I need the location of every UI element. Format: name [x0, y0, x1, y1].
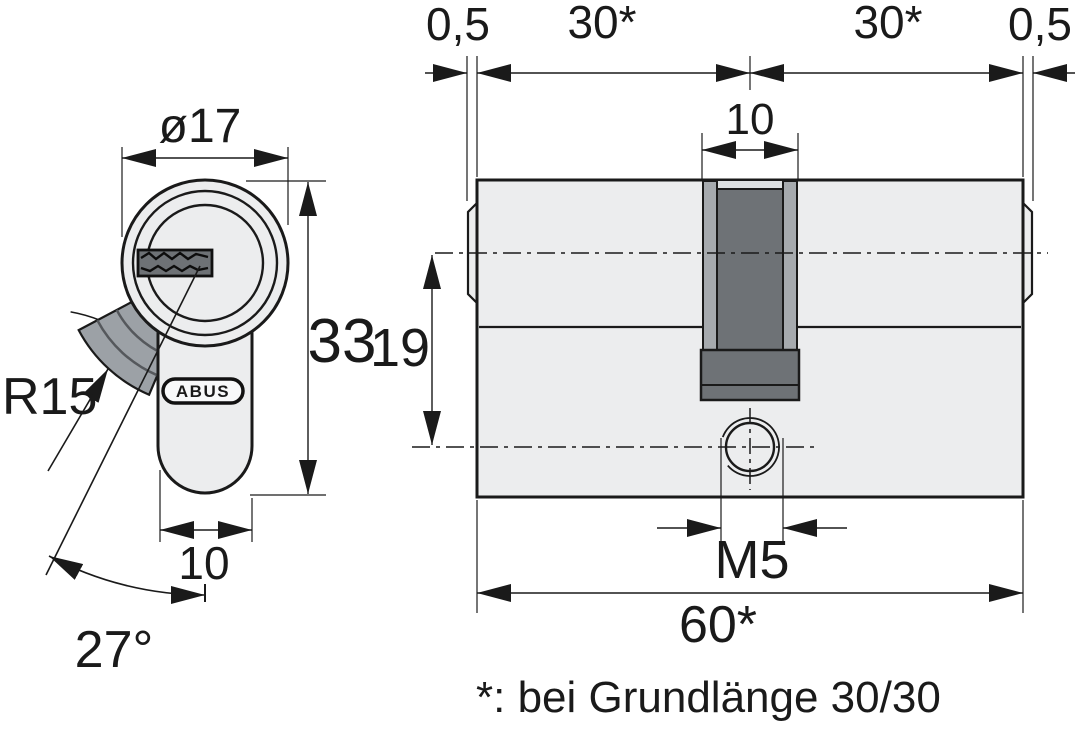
- cam-front-stripe-outer: [96, 319, 158, 377]
- angle-arc: [48, 555, 206, 604]
- dim-label-m5: M5: [714, 530, 789, 590]
- dim-label-60: 60*: [679, 596, 757, 654]
- radius-line: [45, 265, 201, 576]
- dim-label-half-right: 30*: [853, 0, 922, 48]
- dim-label-protrusion-left: 0,5: [426, 0, 490, 50]
- abus-logo-text: ABUS: [176, 382, 230, 401]
- dim-label-r15: R15: [2, 368, 97, 426]
- abus-logo-plate: [161, 377, 245, 405]
- cam-bar: [699, 348, 801, 402]
- dim-label-foot-width: 10: [178, 537, 229, 589]
- dim-label-19: 19: [370, 318, 430, 378]
- dim-label-protrusion-right: 0,5: [1008, 0, 1072, 50]
- dim-label-cam-width: 10: [726, 95, 775, 144]
- r15-leader-arrow: [47, 368, 109, 472]
- dim-label-diameter: ø17: [159, 100, 242, 153]
- cam-slot-cheek-right: [782, 180, 798, 351]
- cam-slot-cheek-left: [702, 180, 718, 351]
- side-view: 0,5 30* 30* 0,5 10 19 M5 60*: [370, 0, 1075, 654]
- dim-label-33: 33: [308, 307, 377, 376]
- dim-label-27deg: 27°: [75, 621, 154, 679]
- m5-thread-arc: [721, 417, 780, 477]
- face-ring-circle: [131, 189, 279, 337]
- footnote-text: *: bei Grundlänge 30/30: [476, 673, 941, 722]
- key-serration-bottom: [140, 264, 209, 273]
- dim-label-half-left: 30*: [567, 0, 636, 48]
- cam-slot-core: [716, 188, 784, 353]
- key-serration-top: [140, 251, 209, 261]
- front-view: ABUS R15 27° ø17 33 10: [2, 100, 376, 679]
